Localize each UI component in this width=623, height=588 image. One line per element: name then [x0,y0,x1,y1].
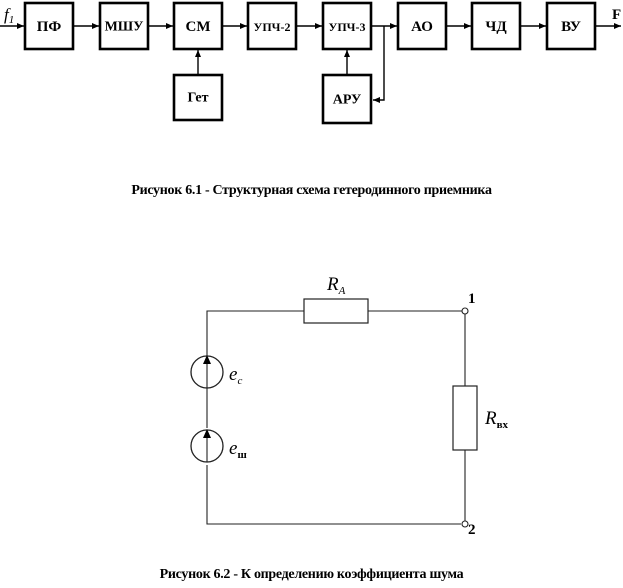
block-get: Гет [172,73,224,122]
source-ec-label: ec [229,364,242,387]
block-upch2: УПЧ-2 [246,1,298,51]
block-ao: АО [396,1,448,51]
svg-text:СМ: СМ [186,19,211,35]
figure-1-caption: Рисунок 6.1 - Структурная схема гетероди… [131,183,492,198]
block-sm: СМ [172,1,224,51]
terminal-1 [461,307,469,315]
block-aru: АРУ [321,73,373,125]
resistor-ra-label: RA [326,274,346,297]
svg-text:ВУ: ВУ [561,19,581,35]
wire-left-top [206,310,304,372]
svg-text:АРУ: АРУ [333,93,362,108]
voltage-source-esh [190,429,224,463]
block-diagram: f1 ПФ МШУ СМ УПЧ-2 УПЧ-3 АО [0,1,621,125]
terminal-2-label: 2 [468,522,476,538]
output-label: F [612,7,621,23]
arrow-feedback-aru [373,26,385,103]
voltage-source-ec [190,355,224,389]
wire-left-bottom [206,465,461,525]
svg-text:МШУ: МШУ [105,20,144,35]
svg-text:АО: АО [411,19,433,35]
input-label: f1 [4,5,14,26]
figure-2-caption: Рисунок 6.2 - К определению коэффициента… [159,567,464,582]
noise-circuit: RA 1 Rвх 2 ec eш [190,274,509,538]
block-mshu: МШУ [98,1,150,51]
svg-text:Гет: Гет [188,91,209,106]
block-upch3: УПЧ-3 [321,1,373,51]
svg-text:УПЧ-2: УПЧ-2 [254,20,291,34]
svg-text:ПФ: ПФ [37,19,62,35]
terminal-1-label: 1 [468,291,476,307]
terminal-2 [461,520,469,528]
block-vu: ВУ [545,1,597,51]
source-esh-label: eш [229,438,247,461]
block-chd: ЧД [470,1,522,51]
svg-text:ЧД: ЧД [485,19,507,35]
block-pf: ПФ [23,1,75,51]
svg-text:УПЧ-3: УПЧ-3 [329,20,366,34]
resistor-rvx [452,385,478,451]
resistor-rvx-label: Rвх [484,408,509,431]
resistor-ra [303,298,369,324]
